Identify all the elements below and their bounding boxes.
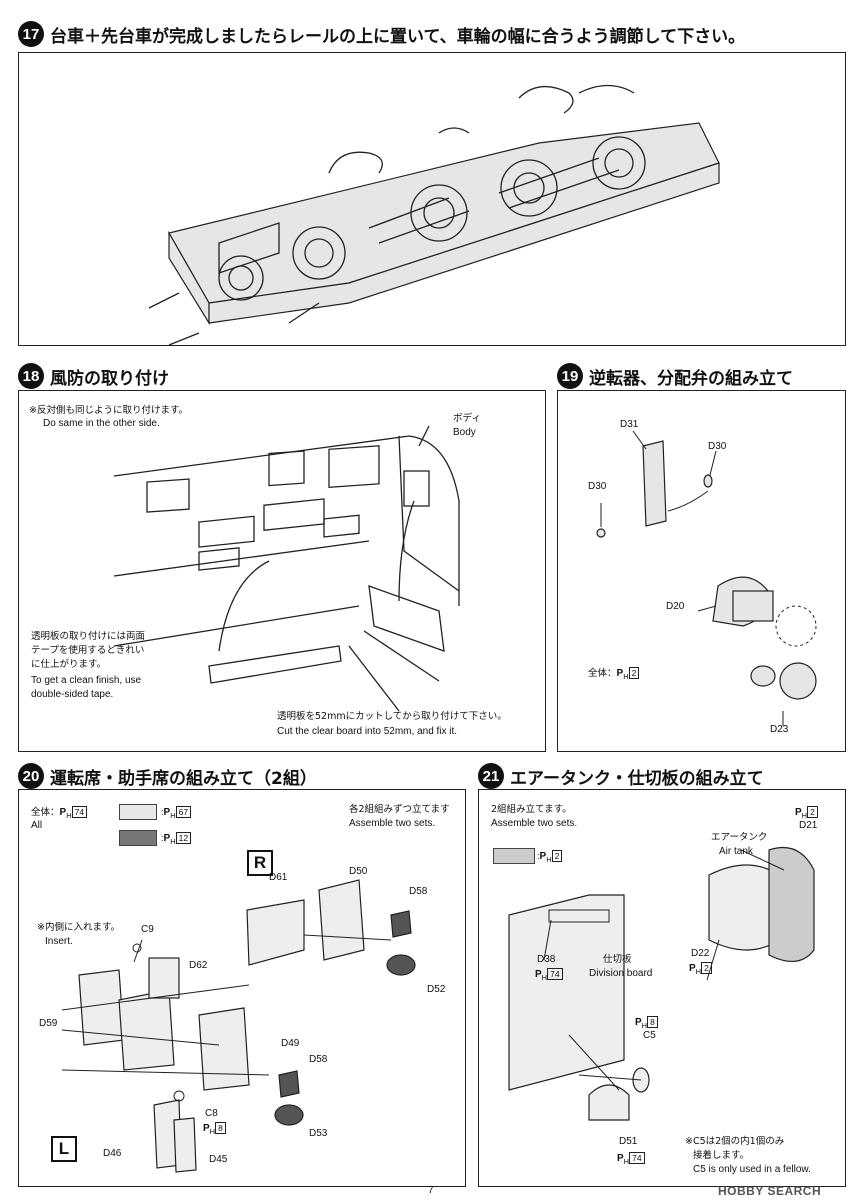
air-tank-en: Air tank — [719, 846, 753, 857]
c5-note-jp-1: ※C5は2個の内1個のみ — [685, 1136, 785, 1147]
step-18-panel: ※反対側も同じように取り付けます。 Do same in the other s… — [18, 390, 546, 752]
color-swatch-light — [119, 804, 157, 820]
step-title: 逆転器、分配弁の組み立て — [589, 368, 793, 389]
part-d30-right: D30 — [708, 441, 727, 452]
step-21-heading: 21 エアータンク・仕切板の組み立て — [478, 763, 764, 789]
step-18-heading: 18 風防の取り付け — [18, 363, 169, 389]
note-jp: ※反対側も同じように取り付けます。 — [29, 405, 189, 416]
step-title: 運転席・助手席の組み立て（2組） — [50, 768, 317, 789]
part-d38: D38 — [537, 954, 556, 965]
page-number: 7 — [428, 1185, 434, 1196]
part-d45: D45 — [209, 1154, 228, 1165]
part-d59: D59 — [39, 1018, 58, 1029]
part-d46: D46 — [103, 1148, 122, 1159]
c5-note-jp-2: 接着します。 — [693, 1150, 750, 1161]
step-number: 20 — [18, 763, 44, 789]
part-d58-top: D58 — [409, 886, 428, 897]
step-17-panel — [18, 52, 846, 346]
sets-en: Assemble two sets. — [491, 818, 578, 829]
step-number: 17 — [18, 21, 44, 47]
tape-jp-1: 透明板の取り付けには両面 — [31, 631, 146, 642]
sets-en: Assemble two sets. — [349, 818, 436, 829]
part-d23: D23 — [770, 724, 789, 735]
part-c9: C9 — [141, 924, 154, 935]
part-d62: D62 — [189, 960, 208, 971]
air-tank-jp: エアータンク — [711, 832, 768, 843]
part-c8: C8 — [205, 1108, 218, 1119]
windshield-illustration — [113, 425, 460, 712]
cut-instruction-jp: 透明板を52mmにカットしてから取り付けて下さい。 — [277, 711, 507, 722]
cut-instruction-en: Cut the clear board into 52mm, and fix i… — [277, 726, 458, 737]
part-d61: D61 — [269, 872, 288, 883]
tape-en-1: To get a clean finish, use — [31, 675, 142, 686]
insert-jp: ※内側に入れます。 — [37, 922, 121, 933]
right-letter: R — [247, 850, 273, 876]
step-19-heading: 19 逆転器、分配弁の組み立て — [557, 363, 793, 389]
seat-assembly-illustration — [61, 879, 416, 1173]
part-d30-left: D30 — [588, 481, 607, 492]
part-d58-bottom: D58 — [309, 1054, 328, 1065]
part-d22: D22 — [691, 948, 710, 959]
step-title: エアータンク・仕切板の組み立て — [510, 768, 764, 789]
all-label: All — [31, 820, 43, 831]
part-d20: D20 — [666, 601, 685, 612]
division-board-en: Division board — [589, 968, 653, 979]
air-tank-division-illustration — [508, 846, 815, 1121]
color-swatch — [493, 848, 535, 864]
step-title: 風防の取り付け — [50, 368, 169, 389]
part-c5: C5 — [643, 1030, 656, 1041]
step-number: 19 — [557, 363, 583, 389]
step-17-heading: 17 台車＋先台車が完成しましたらレールの上に置いて、車輪の幅に合うよう調節して… — [18, 21, 745, 47]
part-d50: D50 — [349, 866, 368, 877]
step-number: 21 — [478, 763, 504, 789]
bogie-chassis-illustration — [148, 84, 720, 346]
left-letter: L — [51, 1136, 77, 1162]
hobby-search-logo: HOBBY SEARCH — [718, 1184, 822, 1198]
step-number: 18 — [18, 363, 44, 389]
tape-jp-3: に仕上がります。 — [31, 659, 107, 670]
color-swatch-dark — [119, 830, 157, 846]
step-20-heading: 20 運転席・助手席の組み立て（2組） — [18, 763, 317, 789]
part-d31: D31 — [620, 419, 639, 430]
division-board-jp: 仕切板 — [603, 954, 632, 965]
part-d53: D53 — [309, 1128, 328, 1139]
sets-jp: 2組組み立てます。 — [491, 804, 572, 815]
body-label-jp: ボディ — [453, 413, 481, 424]
part-d51: D51 — [619, 1136, 638, 1147]
tape-en-2: double-sided tape. — [31, 689, 114, 700]
part-d21: D21 — [799, 820, 818, 831]
reverser-illustration — [596, 430, 817, 726]
part-d49: D49 — [281, 1038, 300, 1049]
body-label-en: Body — [453, 427, 476, 438]
note-en: Do same in the other side. — [43, 418, 160, 429]
part-d52: D52 — [427, 984, 446, 995]
tape-jp-2: テープを使用するときれい — [31, 645, 145, 656]
insert-en: Insert. — [45, 936, 73, 947]
c5-note-en: C5 is only used in a fellow. — [693, 1164, 811, 1175]
sets-jp: 各2組組みずつ立てます — [349, 804, 450, 815]
step-title: 台車＋先台車が完成しましたらレールの上に置いて、車輪の幅に合うよう調節して下さい… — [50, 26, 746, 47]
